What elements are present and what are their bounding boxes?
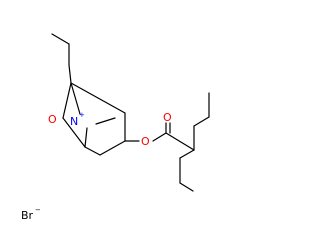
bond-epoxide-2 [62, 117, 86, 148]
bond-ring-1 [70, 82, 99, 99]
atom-bromide-charge: − [35, 206, 41, 214]
bond-ring-4 [99, 140, 126, 156]
molecule-svg: O N + O O Br − [21, 33, 210, 222]
bond-ring-bridge [95, 117, 116, 125]
atom-bromide: Br [21, 209, 34, 222]
bond-lower-propyl-1 [179, 149, 195, 159]
ester-linkage [124, 122, 195, 151]
bond-upper-propyl-2 [193, 116, 210, 127]
atom-oxygen-ester-double: O [163, 111, 172, 124]
bond-butyl-4 [70, 82, 81, 115]
atom-nitrogen: N [70, 115, 78, 128]
bond-butyl-3 [68, 64, 72, 84]
structure-diagram: O N + O O Br − [21, 33, 210, 222]
butyl-chain [51, 33, 81, 115]
atom-nitrogen-charge: + [79, 111, 85, 119]
propyl-chains [179, 92, 210, 192]
bond-ring-6 [84, 127, 88, 148]
bond-butyl-1 [51, 33, 70, 45]
bond-ring-5 [84, 146, 101, 156]
ring-system [62, 82, 126, 156]
atom-oxygen-ester-single: O [141, 135, 150, 148]
bond-ester-o-c [152, 132, 167, 142]
bond-alpha-carbon [165, 132, 195, 151]
bond-lower-propyl-3 [179, 182, 194, 192]
bond-ring-2 [97, 97, 126, 114]
bond-epoxide-1 [62, 82, 72, 119]
atom-oxygen-epoxide: O [48, 113, 57, 126]
